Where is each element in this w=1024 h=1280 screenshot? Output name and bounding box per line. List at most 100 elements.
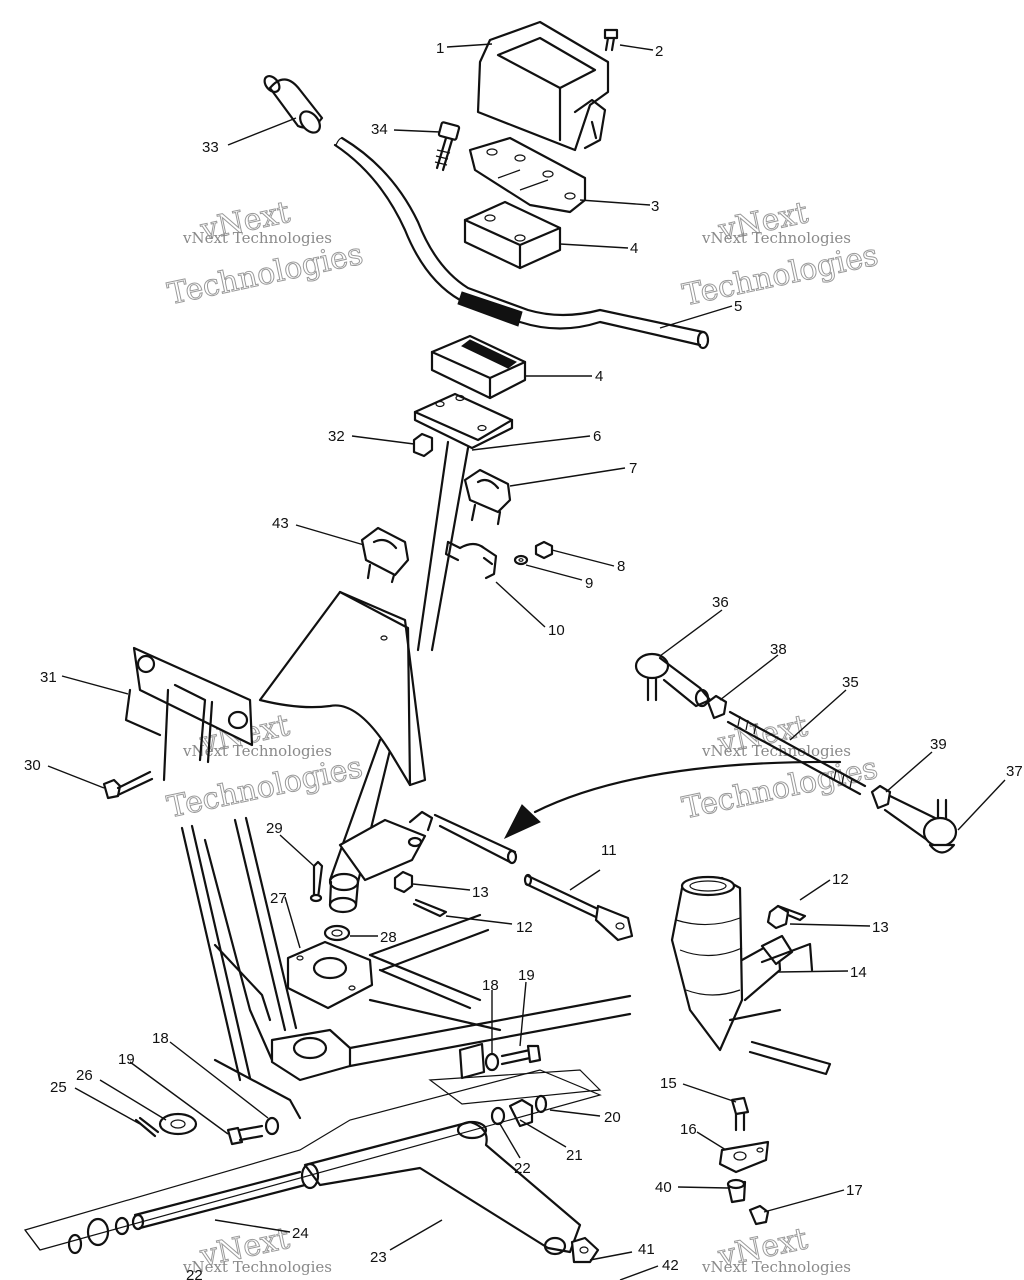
part-tie-rod-end-36 <box>634 652 712 708</box>
watermark-top-left: vNext vNext Technologies Technologies <box>164 194 366 312</box>
callout-40: 40 <box>655 1179 672 1196</box>
callout-12-left: 12 <box>516 919 533 936</box>
part-frame-plate <box>428 1069 602 1105</box>
callout-26: 26 <box>76 1067 93 1084</box>
callout-7: 7 <box>629 460 637 477</box>
callout-10: 10 <box>548 622 565 639</box>
callout-11: 11 <box>601 842 617 859</box>
watermark-bottom-left: vNext vNext Technologies <box>182 1220 332 1276</box>
part-bolt-19-right <box>500 1044 542 1066</box>
callout-4-lower: 4 <box>595 368 603 385</box>
part-handlebar-grip <box>263 75 324 134</box>
part-post-nut <box>412 432 434 458</box>
callout-3: 3 <box>651 198 659 215</box>
callout-15: 15 <box>660 1075 677 1092</box>
part-washer-28 <box>323 924 351 942</box>
part-mount-bracket <box>124 646 254 782</box>
callout-20: 20 <box>604 1109 621 1126</box>
watermark-mid-left: vNext vNext Technologies Technologies <box>164 707 366 825</box>
leader-lines <box>47 43 1006 1280</box>
part-pad-screw <box>603 28 619 52</box>
part-nut-13-right <box>766 904 790 930</box>
callout-43: 43 <box>272 515 289 532</box>
callout-33: 33 <box>202 139 219 156</box>
svg-text:vNext Technologies: vNext Technologies <box>182 742 332 760</box>
part-bushing-upper <box>463 468 512 526</box>
part-tie-rod-35 <box>726 710 867 796</box>
part-a-arm <box>300 1120 582 1256</box>
part-cotter-pin-25 <box>134 1116 160 1138</box>
part-jam-nut-38 <box>706 694 728 720</box>
callout-25: 25 <box>50 1079 67 1096</box>
svg-text:vNext Technologies: vNext Technologies <box>182 1258 332 1276</box>
callout-8: 8 <box>617 558 625 575</box>
callout-22-right: 22 <box>514 1160 531 1177</box>
part-bearing-plate-27 <box>286 940 374 1010</box>
callout-19-left: 19 <box>118 1051 135 1068</box>
part-tie-rod-end-37 <box>883 794 958 854</box>
svg-text:vNext Technologies: vNext Technologies <box>701 229 851 247</box>
part-washer-26 <box>158 1112 198 1136</box>
part-nut-8 <box>534 540 554 560</box>
callout-14: 14 <box>850 964 867 981</box>
part-cotter-pin-12-left <box>412 898 448 918</box>
callout-42: 42 <box>662 1257 679 1274</box>
callout-4-upper: 4 <box>630 240 638 257</box>
part-cotter-pin-29 <box>309 860 324 903</box>
part-clamp-bolt <box>434 121 461 172</box>
part-body-panel <box>258 590 427 787</box>
part-washer-9 <box>513 554 529 566</box>
part-bushing-40 <box>726 1178 747 1204</box>
part-upper-clamp-block <box>463 200 562 270</box>
callout-5: 5 <box>734 298 742 315</box>
callout-38: 38 <box>770 641 787 658</box>
part-frame <box>180 816 632 1120</box>
callout-29: 29 <box>266 820 283 837</box>
part-bushing-lower <box>360 526 410 584</box>
watermark-bottom-right: vNext vNext Technologies <box>701 1221 851 1276</box>
part-skid-plate <box>23 1069 602 1251</box>
part-clamp-plate <box>468 136 587 214</box>
callout-24: 24 <box>292 1225 309 1242</box>
part-tie-rod-11 <box>523 873 634 942</box>
callout-16: 16 <box>680 1121 697 1138</box>
callout-30: 30 <box>24 757 41 774</box>
part-handlebar <box>333 136 710 350</box>
svg-text:vNext Technologies: vNext Technologies <box>701 1258 851 1276</box>
callout-12-right: 12 <box>832 871 849 888</box>
part-pitman-arm <box>338 810 434 882</box>
callout-19-right: 19 <box>518 967 535 984</box>
callout-1: 1 <box>436 40 444 57</box>
callout-22-left: 22 <box>186 1267 203 1280</box>
callout-27: 27 <box>270 890 287 907</box>
part-spacer-22-left <box>67 1216 130 1255</box>
callout-13-right: 13 <box>872 919 889 936</box>
callout-32: 32 <box>328 428 345 445</box>
callout-39: 39 <box>930 736 947 753</box>
callout-2: 2 <box>655 43 663 60</box>
callout-28: 28 <box>380 929 397 946</box>
part-nut-13-upper <box>393 870 414 894</box>
part-handlebar-pad <box>476 20 610 152</box>
callout-13-left: 13 <box>472 884 489 901</box>
part-bushing-21 <box>490 1094 548 1128</box>
svg-text:vNext Technologies: vNext Technologies <box>701 742 851 760</box>
part-spindle <box>670 875 832 1076</box>
callout-6: 6 <box>593 428 601 445</box>
part-washer-18-left <box>264 1116 280 1136</box>
part-ball-joint <box>570 1236 600 1264</box>
callout-34: 34 <box>371 121 388 138</box>
part-washer-18-right <box>484 1052 500 1072</box>
callout-18-right: 18 <box>482 977 499 994</box>
watermark-top-right: vNext vNext Technologies Technologies <box>679 195 881 314</box>
callout-37: 37 <box>1006 763 1023 780</box>
part-bolt-15 <box>730 1096 750 1132</box>
callout-21: 21 <box>566 1147 583 1164</box>
svg-text:vNext Technologies: vNext Technologies <box>182 229 332 247</box>
callout-36: 36 <box>712 594 729 611</box>
callout-35: 35 <box>842 674 859 691</box>
callout-17: 17 <box>846 1182 863 1199</box>
part-jam-nut-39 <box>870 784 892 810</box>
part-lower-clamp-block <box>430 334 527 400</box>
